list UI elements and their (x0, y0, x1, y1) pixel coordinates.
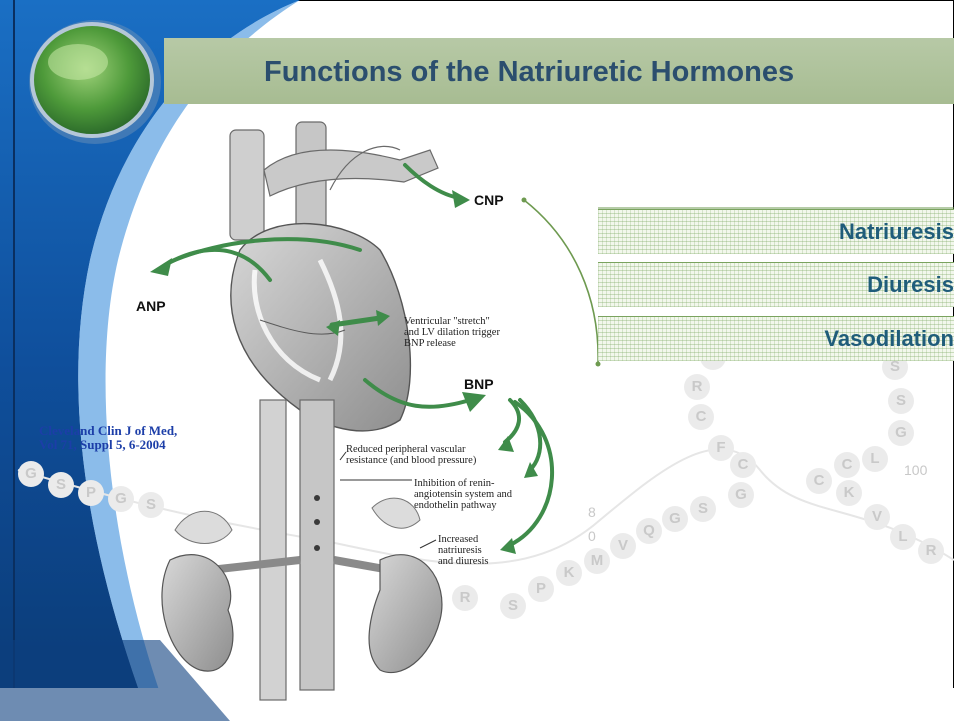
note-line: and LV dilation trigger (404, 327, 500, 338)
seq-letter: C (834, 452, 860, 478)
seq-letter: L (890, 524, 916, 550)
seq-letter: G (888, 420, 914, 446)
note-line: angiotensin system and (414, 489, 512, 500)
seq-letter: G (728, 482, 754, 508)
seq-letter: C (688, 404, 714, 430)
note-line: endothelin pathway (414, 500, 512, 511)
note-line: Ventricular "stretch" (404, 316, 500, 327)
note-line: resistance (and blood pressure) (346, 455, 476, 466)
function-bar-vasodilation: Vasodilation (598, 316, 954, 361)
note-increased-natriuresis: Increased natriuresis and diuresis (438, 534, 488, 567)
seq-letter: G (108, 486, 134, 512)
seq-letter: P (528, 576, 554, 602)
seq-letter: R (918, 538, 944, 564)
note-line: natriuresis (438, 545, 488, 556)
seq-letter: G (662, 506, 688, 532)
seq-letter: M (584, 548, 610, 574)
note-line: BNP release (404, 338, 500, 349)
citation-line: Cleveland Clin J of Med, (39, 424, 239, 438)
hormone-label-anp: ANP (136, 298, 166, 314)
seq-letter: L (862, 446, 888, 472)
seq-letter: R (684, 374, 710, 400)
seq-letter: V (864, 504, 890, 530)
seq-letter: R (452, 585, 478, 611)
seq-letter: F (708, 435, 734, 461)
note-ventricular-stretch: Ventricular "stretch" and LV dilation tr… (404, 316, 500, 349)
seq-letter: S (888, 388, 914, 414)
seq-letter: P (78, 480, 104, 506)
seq-number: 0 (588, 528, 596, 544)
function-bar-diuresis: Diuresis (598, 262, 954, 307)
seq-letter: S (138, 492, 164, 518)
function-label: Natriuresis (839, 210, 954, 254)
note-renin-inhibition: Inhibition of renin- angiotensin system … (414, 478, 512, 511)
seq-letter: S (500, 593, 526, 619)
note-reduced-resistance: Reduced peripheral vascular resistance (… (346, 444, 476, 466)
function-label: Diuresis (867, 263, 954, 307)
note-line: Inhibition of renin- (414, 478, 512, 489)
function-label: Vasodilation (824, 317, 954, 361)
function-bar-natriuresis: Natriuresis (598, 209, 954, 254)
note-line: Reduced peripheral vascular (346, 444, 476, 455)
seq-letter: G (18, 461, 44, 487)
seq-letter: K (836, 480, 862, 506)
slide-title: Functions of the Natriuretic Hormones (264, 48, 954, 96)
seq-letter: V (610, 533, 636, 559)
seq-letter: K (556, 560, 582, 586)
seq-letter: C (806, 468, 832, 494)
citation-line: Vol 71, Suppl 5, 6-2004 (39, 438, 239, 452)
hormone-label-bnp: BNP (464, 376, 494, 392)
note-line: Increased (438, 534, 488, 545)
seq-number: 8 (588, 504, 596, 520)
seq-letter: Q (636, 518, 662, 544)
hormone-label-cnp: CNP (474, 192, 504, 208)
seq-letter: C (730, 452, 756, 478)
seq-number: 100 (904, 462, 927, 478)
seq-letter: S (48, 472, 74, 498)
note-line: and diuresis (438, 556, 488, 567)
seq-letter: S (690, 496, 716, 522)
citation: Cleveland Clin J of Med, Vol 71, Suppl 5… (39, 424, 239, 452)
